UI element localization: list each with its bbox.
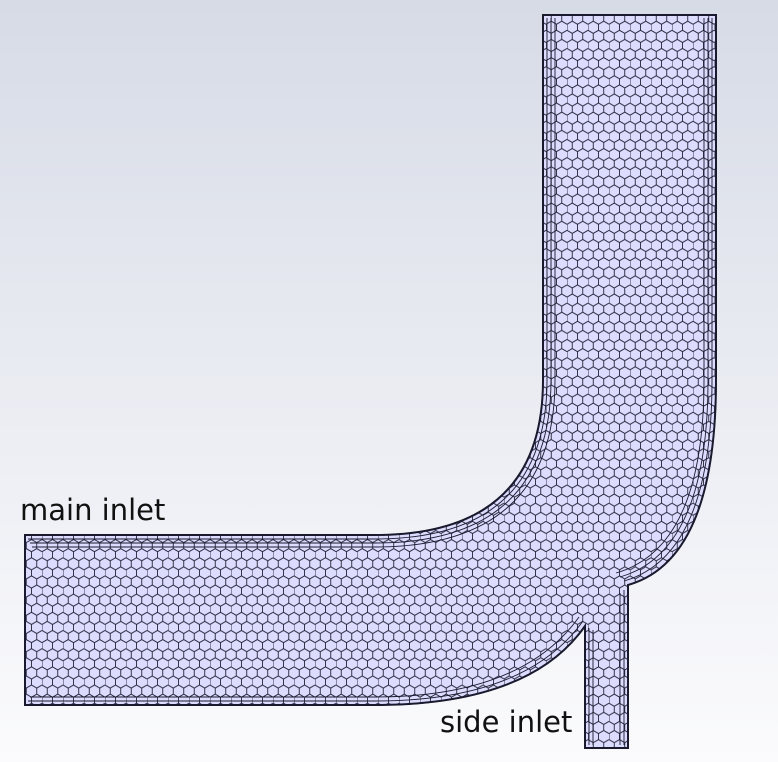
boundary-layer-lines [28, 18, 713, 745]
mesh-cells [25, 15, 716, 748]
side-inlet-label: side inlet [440, 705, 573, 739]
main-inlet-label: main inlet [20, 493, 166, 527]
pipe-mesh [24, 14, 717, 749]
outline [24, 14, 717, 749]
